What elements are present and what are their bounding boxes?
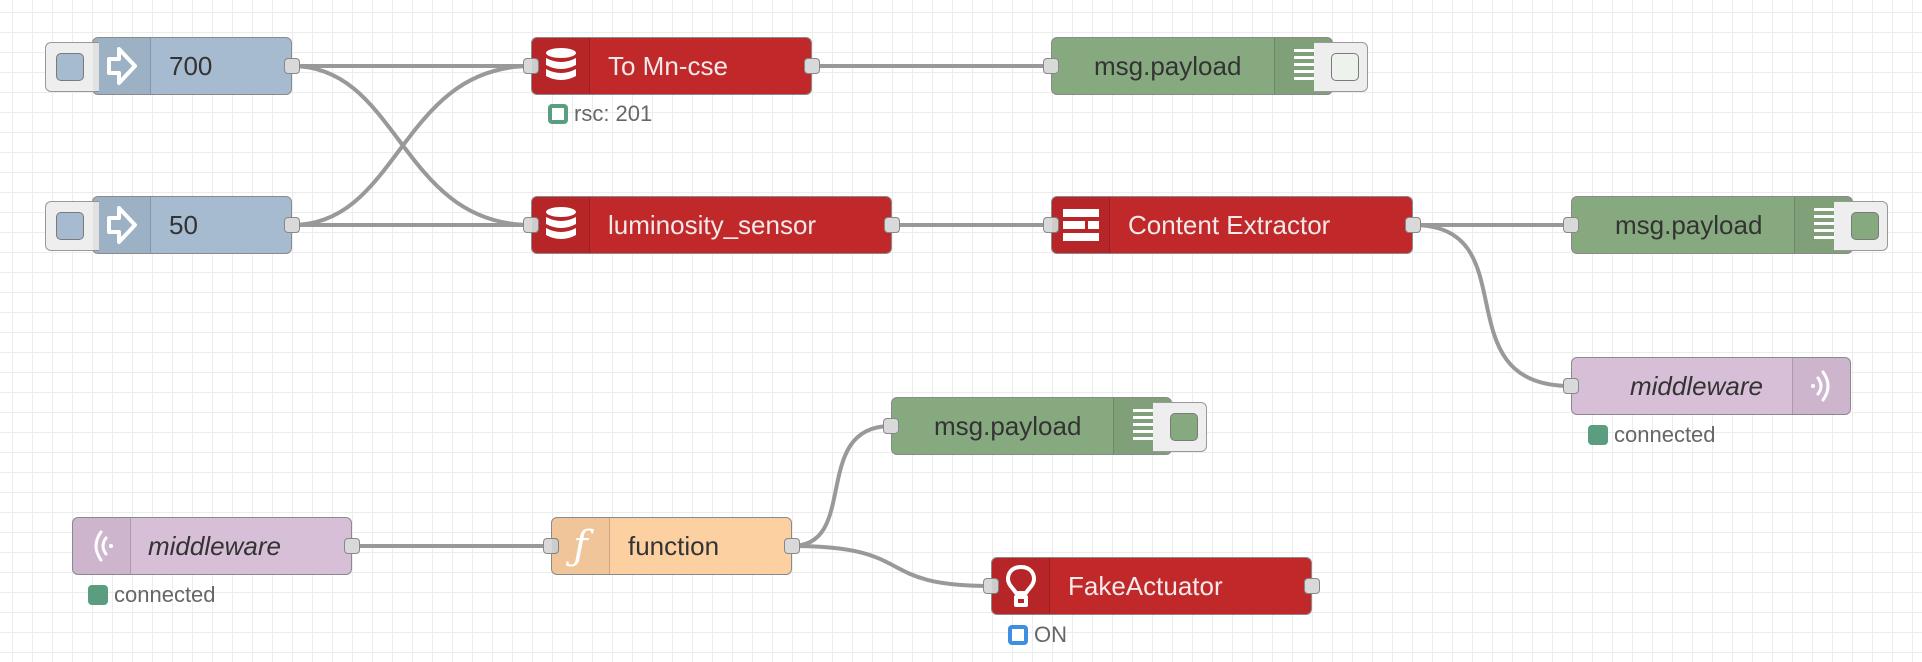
output-port[interactable] (1304, 578, 1320, 594)
node-label: function (628, 530, 720, 561)
inject-button-square (56, 53, 84, 81)
wire-function-to-debug[interactable] (791, 424, 892, 548)
database-icon (532, 38, 590, 94)
mqtt-in-node[interactable]: middleware (72, 517, 360, 575)
arrow-in-icon (93, 197, 151, 253)
debug-toggle-square (1331, 53, 1359, 81)
radio-waves-icon (73, 518, 131, 574)
lightbulb-icon (992, 558, 1050, 614)
function-icon: ƒ (552, 518, 610, 574)
input-port[interactable] (983, 578, 999, 594)
input-port[interactable] (543, 538, 559, 554)
debug-toggle-button[interactable] (1834, 201, 1888, 251)
debug-node-1[interactable]: msg.payload (1043, 37, 1368, 95)
status-text: connected (114, 582, 216, 607)
input-port[interactable] (523, 58, 539, 74)
debug-toggle-button[interactable] (1314, 42, 1368, 92)
inject-button[interactable] (45, 42, 99, 92)
node-label: msg.payload (934, 410, 1082, 441)
extractor-icon (1052, 197, 1110, 253)
arrow-in-icon (93, 38, 151, 94)
wire-function-to-actuator[interactable] (791, 544, 992, 588)
output-port[interactable] (804, 58, 820, 74)
content-extractor-node[interactable]: Content Extractor (1043, 196, 1421, 254)
output-port[interactable] (1405, 217, 1421, 233)
database-icon (532, 197, 590, 253)
node-label: luminosity_sensor (608, 209, 817, 240)
to-mn-cse-node[interactable]: To Mn-cse (523, 37, 820, 95)
debug-node-3[interactable]: msg.payload (883, 397, 1207, 455)
inject-node-50[interactable]: 50 (45, 196, 300, 254)
status-text: connected (1614, 422, 1716, 447)
output-port[interactable] (284, 58, 300, 74)
status-indicator-icon (88, 585, 108, 605)
node-status: connected (1588, 422, 1716, 448)
status-indicator-icon (1588, 425, 1608, 445)
wire-extractor-to-mqtt[interactable] (1412, 223, 1572, 388)
wire-700-to-luminosity[interactable] (291, 64, 532, 227)
fake-actuator-node[interactable]: FakeActuator (983, 557, 1320, 615)
debug-node-2[interactable]: msg.payload (1563, 196, 1888, 254)
node-label: msg.payload (1094, 50, 1242, 81)
input-port[interactable] (523, 217, 539, 233)
status-indicator-icon (548, 104, 568, 124)
output-port[interactable] (284, 217, 300, 233)
node-label: middleware (1630, 370, 1763, 401)
output-port[interactable] (784, 538, 800, 554)
function-node[interactable]: ƒ function (543, 517, 800, 575)
node-label: 700 (169, 50, 213, 81)
debug-toggle-square (1851, 212, 1879, 240)
inject-node-700[interactable]: 700 (45, 37, 300, 95)
status-text: rsc: 201 (574, 101, 653, 126)
radio-waves-icon (1792, 358, 1850, 414)
input-port[interactable] (883, 418, 899, 434)
output-port[interactable] (344, 538, 360, 554)
node-label: FakeActuator (1068, 570, 1223, 601)
wire-50-to-mn-cse[interactable] (291, 64, 532, 227)
input-port[interactable] (1563, 217, 1579, 233)
node-status: rsc: 201 (548, 101, 652, 127)
node-label: msg.payload (1615, 209, 1763, 240)
output-port[interactable] (884, 217, 900, 233)
inject-button-square (56, 212, 84, 240)
input-port[interactable] (1043, 217, 1059, 233)
debug-toggle-button[interactable] (1153, 402, 1207, 452)
mqtt-out-node[interactable]: middleware (1563, 357, 1851, 415)
node-label: 50 (169, 209, 198, 240)
node-status: connected (88, 582, 216, 608)
node-label: middleware (148, 530, 281, 561)
node-label: To Mn-cse (608, 50, 728, 81)
input-port[interactable] (1043, 58, 1059, 74)
node-status: ON (1008, 622, 1067, 648)
status-indicator-icon (1008, 625, 1028, 645)
debug-toggle-square (1170, 413, 1198, 441)
node-label: Content Extractor (1128, 209, 1331, 240)
status-text: ON (1034, 622, 1067, 647)
inject-button[interactable] (45, 201, 99, 251)
input-port[interactable] (1563, 378, 1579, 394)
luminosity-sensor-node[interactable]: luminosity_sensor (523, 196, 900, 254)
